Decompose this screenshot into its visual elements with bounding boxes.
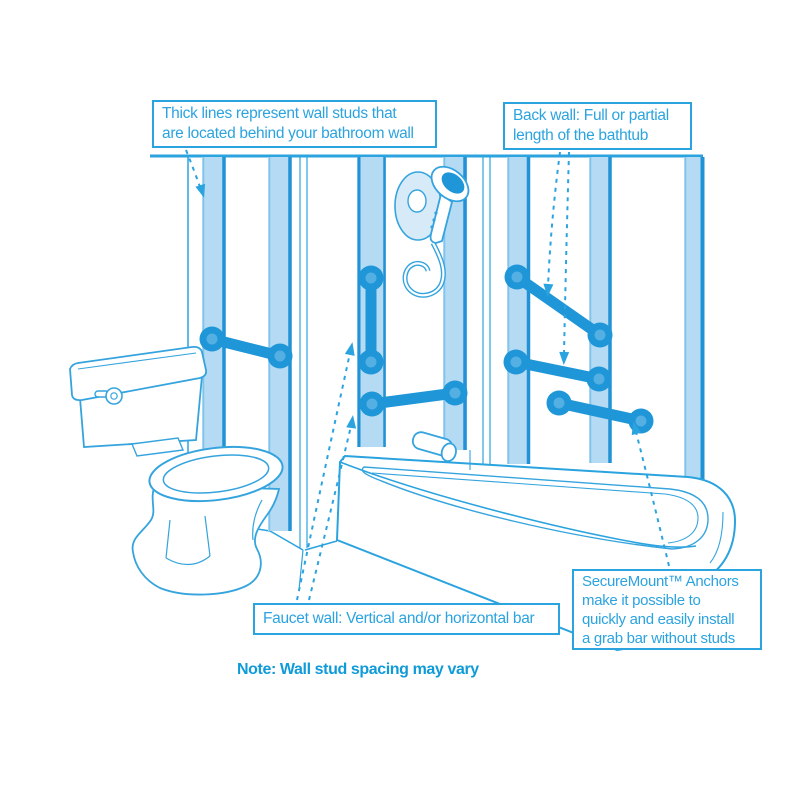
- callout-text-line: make it possible to: [582, 591, 701, 609]
- wall-panels: [150, 154, 703, 591]
- callout-faucet-wall: Faucet wall: Vertical and/or horizontal …: [253, 603, 560, 635]
- grab-bar-securemount: [546, 390, 654, 434]
- callout-back-wall: Back wall: Full or partial length of the…: [503, 102, 692, 150]
- grab-bar-horizontal: [503, 349, 612, 392]
- arrowheads: [195, 183, 642, 436]
- note-text: Note: Wall stud spacing may vary: [237, 661, 479, 678]
- arrow-to-vertical-bar: [296, 352, 351, 601]
- callout-wall-studs: Thick lines represent wall studs that ar…: [152, 100, 437, 148]
- callout-text-line: length of the bathtub: [513, 127, 649, 144]
- arrow-to-diagonal-bar: [547, 151, 561, 287]
- grab-bar-horizontal: [359, 380, 468, 417]
- callout-text-line: a grab bar without studs: [582, 629, 735, 647]
- handheld-shower-icon: [394, 165, 470, 298]
- callout-text-line: quickly and easily install: [582, 610, 735, 628]
- callout-securemount: SecureMount™ Anchors make it possible to…: [572, 569, 762, 650]
- callout-text-line: are located behind your bathroom wall: [162, 125, 414, 142]
- tub-spout-icon: [411, 431, 457, 463]
- leader-arrows: [185, 149, 670, 601]
- wall-stud: [684, 157, 705, 486]
- callout-text-line: SecureMount™ Anchors: [582, 572, 739, 590]
- grab-bars: [199, 264, 654, 434]
- wall-stud: [507, 157, 531, 464]
- arrow-to-back-bar: [563, 151, 570, 355]
- callout-text-line: Faucet wall: Vertical and/or horizontal …: [263, 609, 535, 627]
- grab-bar-diagonal: [504, 264, 613, 348]
- grab-bar-vertical: [358, 265, 384, 375]
- grab-bar-horizontal: [199, 326, 293, 369]
- toilet-illustration: [69, 345, 284, 596]
- arrow-to-stud: [185, 149, 201, 188]
- callout-text-line: Back wall: Full or partial: [513, 106, 669, 124]
- arrow-to-horizontal-bar: [308, 425, 352, 601]
- callout-text-line: Thick lines represent wall studs that: [162, 104, 397, 122]
